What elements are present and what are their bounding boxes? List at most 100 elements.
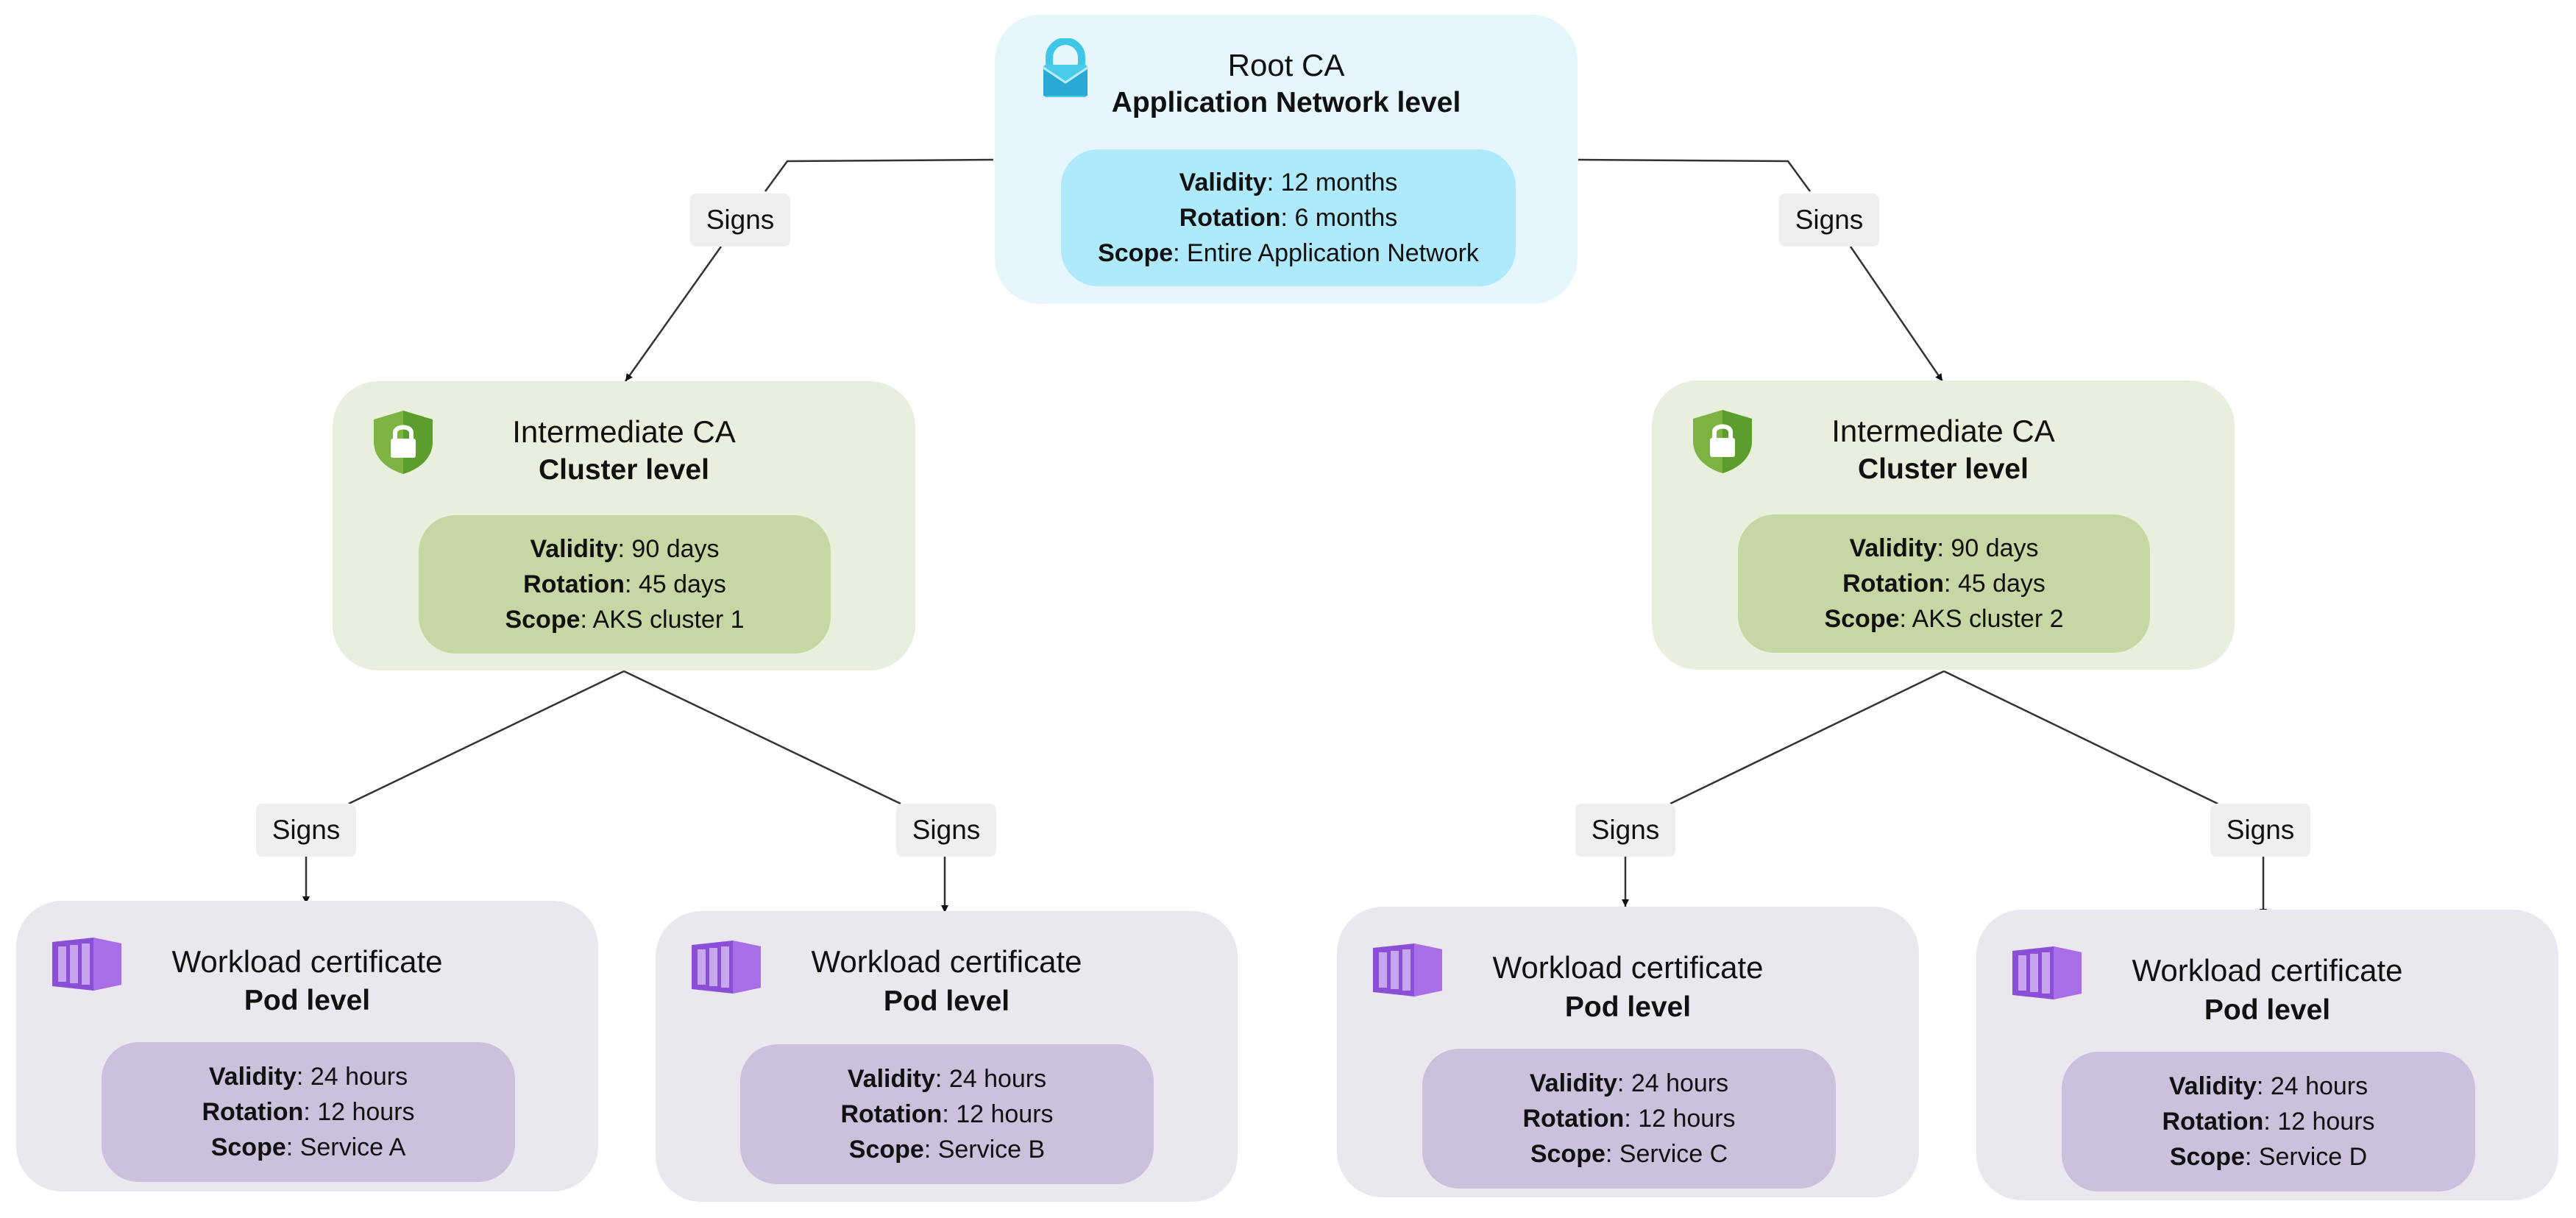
workload-certificate-level: Pod level — [1564, 991, 1692, 1023]
intermediate-ca-node: Intermediate CA Cluster level Validity: … — [1652, 380, 2235, 670]
validity-value: : 24 hours — [296, 1063, 408, 1091]
intermediate-ca-title: Intermediate CA — [1831, 414, 2055, 448]
scope-value: : AKS cluster 1 — [580, 606, 745, 634]
edge-cluster-1-to-pod-a — [348, 670, 625, 805]
validity-label: Validity — [530, 535, 618, 563]
scope-label: Scope — [1530, 1140, 1605, 1168]
validity-label: Validity — [1849, 534, 1937, 562]
root-ca-level: Application Network level — [1111, 87, 1461, 118]
envelope-lock-icon — [1043, 38, 1088, 97]
validity-label: Validity — [1179, 169, 1267, 196]
validity-label: Validity — [847, 1065, 935, 1093]
validity-label: Validity — [208, 1063, 297, 1091]
edge-root-to-cluster-1-arrow — [624, 246, 723, 382]
workload-certificate-node: Workload certificate Pod level Validity:… — [1337, 907, 1919, 1197]
scope-row: Scope: Service A — [211, 1130, 406, 1165]
root-ca-details: Validity: 12 months Rotation: 6 months S… — [1061, 149, 1516, 286]
scope-row: Scope: Service D — [2170, 1139, 2367, 1175]
validity-row: Validity: 90 days — [1849, 531, 2038, 566]
rotation-row: Rotation: 45 days — [1842, 566, 2045, 601]
root-ca-title: Root CA — [1227, 48, 1345, 82]
scope-row: Scope: AKS cluster 1 — [505, 602, 744, 637]
intermediate-ca-details: Validity: 90 days Rotation: 45 days Scop… — [1738, 514, 2150, 653]
rotation-row: Rotation: 12 hours — [2162, 1104, 2374, 1139]
scope-value: : Service C — [1605, 1140, 1728, 1168]
validity-value: : 24 hours — [2256, 1072, 2369, 1100]
validity-row: Validity: 24 hours — [2169, 1069, 2368, 1104]
rotation-label: Rotation — [202, 1098, 304, 1126]
scope-row: Scope: Service C — [1530, 1136, 1728, 1172]
workload-certificate-node: Workload certificate Pod level Validity:… — [1976, 910, 2558, 1200]
rotation-value: : 12 hours — [942, 1100, 1054, 1128]
validity-value: : 90 days — [1937, 534, 2039, 562]
rotation-label: Rotation — [1842, 570, 1944, 598]
scope-label: Scope — [2169, 1143, 2245, 1171]
root-ca-node: Root CA Application Network level Validi… — [995, 15, 1578, 304]
workload-certificate-details: Validity: 24 hours Rotation: 12 hours Sc… — [1422, 1049, 1836, 1189]
rotation-label: Rotation — [2162, 1108, 2264, 1136]
shield-lock-icon — [374, 411, 433, 474]
scope-value: : Service B — [923, 1136, 1046, 1164]
intermediate-ca-node: Intermediate CA Cluster level Validity: … — [333, 381, 915, 670]
rotation-label: Rotation — [840, 1100, 943, 1128]
validity-row: Validity: 12 months — [1179, 165, 1398, 200]
container-icon — [692, 941, 761, 994]
rotation-value: : 12 hours — [2263, 1108, 2375, 1136]
intermediate-ca-level: Cluster level — [539, 454, 709, 486]
edge-root-to-cluster-2 — [1578, 158, 1812, 192]
container-icon — [1373, 943, 1442, 996]
workload-certificate-level: Pod level — [2204, 994, 2331, 1026]
scope-value: : Service A — [285, 1133, 406, 1161]
workload-certificate-node: Workload certificate Pod level Validity:… — [656, 911, 1238, 1202]
workload-certificate-details: Validity: 24 hours Rotation: 12 hours Sc… — [2062, 1052, 2475, 1192]
intermediate-ca-level: Cluster level — [1858, 453, 2029, 485]
workload-certificate-level: Pod level — [244, 985, 371, 1016]
rotation-value: : 6 months — [1280, 204, 1398, 232]
validity-row: Validity: 24 hours — [209, 1059, 408, 1094]
rotation-row: Rotation: 45 days — [523, 567, 726, 602]
validity-label: Validity — [1529, 1069, 1617, 1097]
workload-certificate-node: Workload certificate Pod level Validity:… — [16, 901, 598, 1192]
workload-certificate-details: Validity: 24 hours Rotation: 12 hours Sc… — [102, 1042, 515, 1182]
validity-label: Validity — [2168, 1072, 2257, 1100]
edge-label-signs: Signs — [1779, 194, 1879, 247]
edge-cluster-2-to-pod-d — [1943, 670, 2218, 805]
workload-certificate-level: Pod level — [883, 985, 1010, 1017]
validity-value: : 24 hours — [934, 1065, 1047, 1093]
rotation-row: Rotation: 12 hours — [840, 1097, 1053, 1132]
rotation-label: Rotation — [1179, 204, 1281, 232]
scope-label: Scope — [505, 606, 581, 634]
validity-value: : 24 hours — [1617, 1069, 1729, 1097]
rotation-label: Rotation — [1522, 1105, 1625, 1133]
workload-certificate-title: Workload certificate — [811, 944, 1082, 979]
rotation-row: Rotation: 6 months — [1179, 200, 1398, 236]
workload-certificate-title: Workload certificate — [2132, 953, 2403, 988]
scope-label: Scope — [848, 1136, 924, 1164]
rotation-value: : 45 days — [1943, 570, 2045, 598]
edge-root-to-cluster-2-arrow — [1849, 246, 1944, 382]
scope-label: Scope — [210, 1133, 286, 1161]
container-icon — [52, 938, 121, 991]
intermediate-ca-title: Intermediate CA — [512, 414, 736, 449]
scope-row: Scope: AKS cluster 2 — [1824, 601, 2063, 637]
rotation-row: Rotation: 12 hours — [1522, 1101, 1735, 1136]
scope-row: Scope: Entire Application Network — [1098, 236, 1479, 271]
validity-row: Validity: 24 hours — [848, 1061, 1046, 1097]
scope-value: : AKS cluster 2 — [1899, 605, 2064, 633]
workload-certificate-title: Workload certificate — [171, 944, 443, 979]
workload-certificate-title: Workload certificate — [1492, 950, 1764, 985]
scope-label: Scope — [1098, 239, 1174, 267]
edge-label-signs: Signs — [256, 804, 356, 857]
validity-row: Validity: 90 days — [530, 531, 719, 567]
rotation-value: : 12 hours — [303, 1098, 415, 1126]
scope-value: : Entire Application Network — [1173, 239, 1479, 267]
edge-label-signs: Signs — [896, 804, 996, 857]
rotation-label: Rotation — [523, 570, 625, 598]
edge-cluster-2-to-pod-c — [1670, 670, 1945, 805]
scope-value: : Service D — [2244, 1143, 2368, 1171]
validity-value: : 90 days — [617, 535, 720, 563]
edge-cluster-1-to-pod-b — [623, 670, 901, 805]
rotation-value: : 12 hours — [1624, 1105, 1736, 1133]
shield-lock-icon — [1693, 410, 1752, 473]
